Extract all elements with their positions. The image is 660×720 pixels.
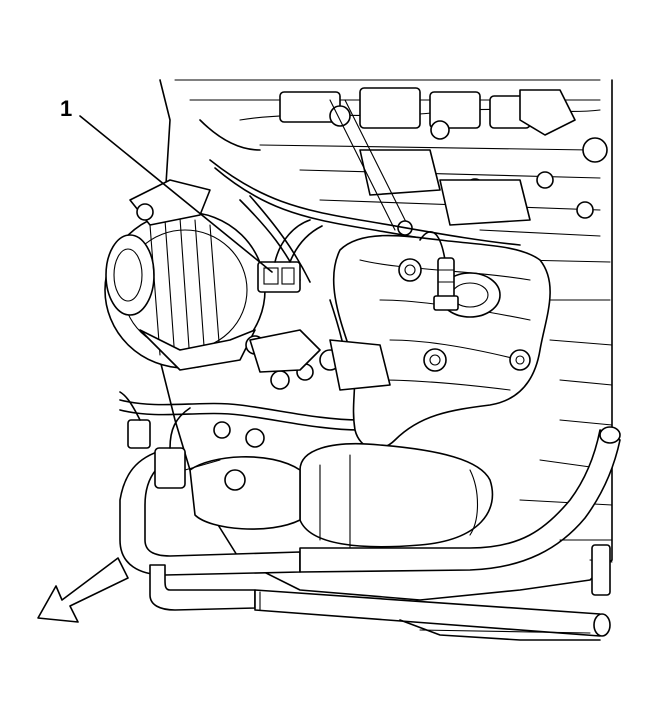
transmission-cooler-lines bbox=[119, 426, 621, 637]
intake-manifold bbox=[279, 87, 608, 236]
front-direction-arrow-icon bbox=[37, 557, 129, 623]
lower-connectors bbox=[119, 391, 221, 489]
callout-1-label: 1 bbox=[60, 96, 73, 121]
fuel-fittings bbox=[213, 329, 391, 448]
callout-1-leader-line bbox=[79, 115, 273, 273]
catalytic-converter bbox=[189, 442, 494, 549]
generator-alternator bbox=[104, 179, 266, 371]
oxygen-sensor bbox=[419, 231, 459, 311]
oil-pan bbox=[399, 539, 613, 641]
exhaust-manifold bbox=[332, 234, 551, 450]
